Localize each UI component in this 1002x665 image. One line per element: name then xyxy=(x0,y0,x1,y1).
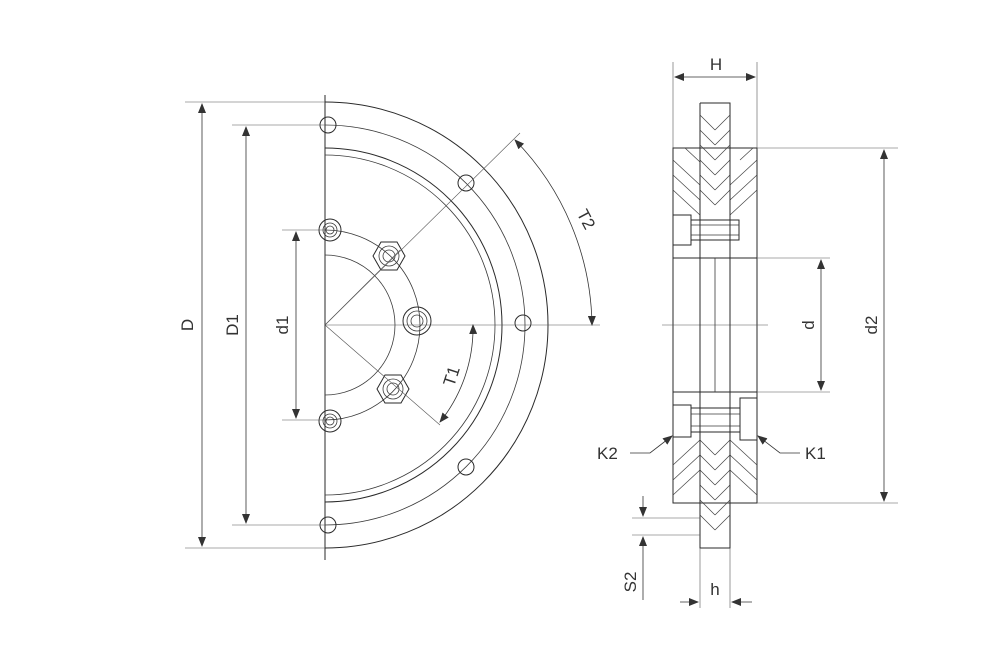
screw-top xyxy=(672,214,740,246)
radial-line-t1 xyxy=(324,324,441,426)
label-K2: K2 xyxy=(597,444,618,463)
label-d1: d1 xyxy=(273,316,292,335)
k2-leader xyxy=(630,435,673,454)
front-half-view xyxy=(185,95,600,560)
label-D1: D1 xyxy=(223,314,242,336)
hatching-top xyxy=(672,114,758,216)
label-d2: d2 xyxy=(862,316,881,335)
t1-angle-arc xyxy=(439,324,478,423)
label-h: h xyxy=(710,580,719,599)
label-S2: S2 xyxy=(621,572,640,593)
radial-line-hub xyxy=(324,249,401,326)
label-d: d xyxy=(799,320,818,329)
k1-leader xyxy=(757,435,800,454)
side-section-view xyxy=(630,62,898,608)
screw-bottom xyxy=(672,397,758,441)
hatching-bottom xyxy=(672,439,758,531)
label-K1: K1 xyxy=(805,444,826,463)
housing-outline xyxy=(672,147,758,504)
hex-nuts xyxy=(372,241,410,404)
label-D: D xyxy=(178,319,197,331)
label-T1: T1 xyxy=(440,364,464,389)
radial-line-t2 xyxy=(324,132,521,326)
inner-ring-top xyxy=(699,102,731,148)
t2-angle-arc xyxy=(514,139,596,326)
inner-ring-bottom xyxy=(699,503,731,549)
label-H: H xyxy=(710,55,722,74)
label-T2: T2 xyxy=(573,206,599,232)
inner-screw-heads xyxy=(318,218,432,433)
